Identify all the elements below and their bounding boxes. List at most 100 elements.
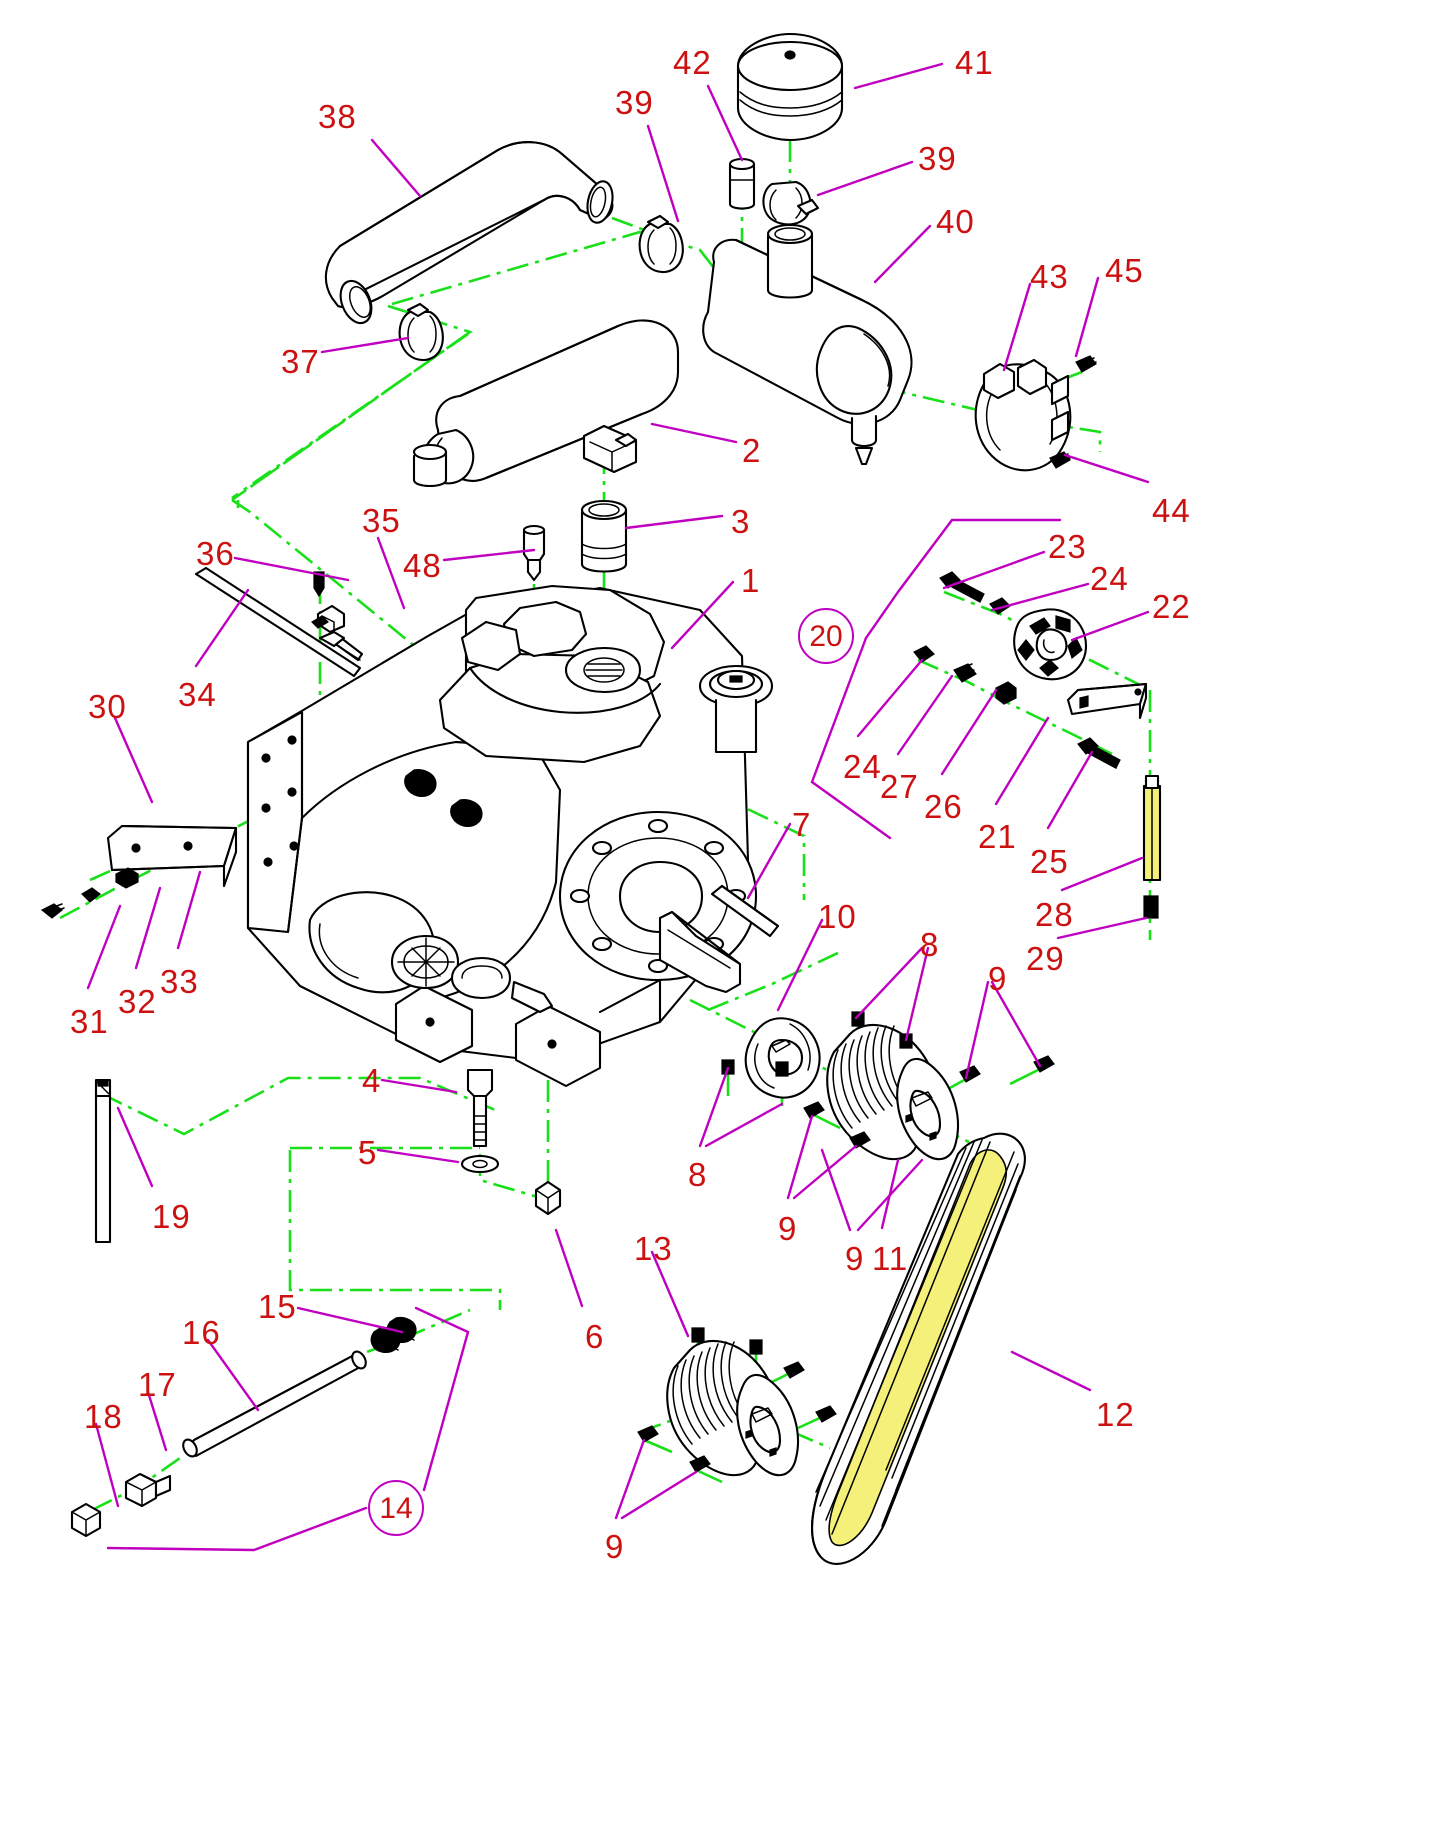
leader-line-24: [856, 658, 924, 738]
leader-line-34: [194, 588, 250, 668]
leader-line-27: [896, 674, 954, 756]
callout-number-44: 44: [1152, 492, 1191, 529]
part-27-spacer-bushing: [953, 663, 977, 683]
leader-line-1: [670, 580, 735, 650]
leader-line-: [792, 1144, 858, 1200]
leader-line-: [704, 1102, 784, 1148]
part-25-hex-bolt-short: [1077, 737, 1121, 769]
part-15-hose-clamp-spring: [370, 1316, 417, 1353]
leader-line-: [904, 946, 930, 1042]
callout-number-15: 15: [258, 1288, 297, 1325]
callout-number-21: 21: [978, 818, 1017, 855]
leader-line-30: [113, 716, 154, 804]
callout-number-34: 34: [178, 676, 217, 713]
leader-line-9: [964, 980, 990, 1080]
leader-line-13: [650, 1250, 690, 1338]
leader-line-: [864, 518, 1062, 640]
callout-number-9: 9: [778, 1210, 798, 1247]
callout-number-9: 9: [845, 1240, 865, 1277]
callout-number-5: 5: [358, 1134, 378, 1171]
leader-line-9: [614, 1438, 646, 1520]
part-3-muffler-adapter: [580, 499, 628, 573]
leader-line-5: [376, 1148, 460, 1164]
part-18-fitting-nut: [70, 1502, 102, 1538]
callout-number-19: 19: [152, 1198, 191, 1235]
callout-number-9: 9: [988, 960, 1008, 997]
callout-number-43: 43: [1030, 258, 1069, 295]
part-22-idler-pulley: [1013, 608, 1088, 681]
part-41-air-filter-cover: [736, 32, 844, 142]
leader-line-48: [442, 548, 536, 562]
leader-line-21: [994, 716, 1050, 806]
leader-line-33: [176, 870, 202, 950]
callout-number-37: 37: [281, 343, 320, 380]
callout-number-41: 41: [955, 44, 994, 81]
callout-number-13: 13: [634, 1230, 673, 1267]
leader-line-15: [296, 1306, 404, 1334]
leader-line-23: [942, 550, 1046, 590]
callout-number-2: 2: [742, 432, 762, 469]
part-16-fuel-line-tube: [182, 1350, 367, 1458]
leader-line-45: [1074, 276, 1100, 358]
part-42-filter-stud: [728, 157, 756, 210]
balloon-callout-14: 14: [368, 1480, 424, 1536]
part-19-control-rod: [94, 1078, 112, 1244]
engine-cover-screws: [404, 769, 483, 827]
leader-line-3: [624, 514, 724, 530]
callout-number-12: 12: [1096, 1396, 1135, 1433]
callout-number-35: 35: [362, 502, 401, 539]
part-36-rod-linkage: [194, 566, 362, 678]
leader-line-28: [1060, 856, 1144, 892]
leader-line-9: [820, 1148, 852, 1232]
callout-number-8: 8: [688, 1156, 708, 1193]
leader-line-29: [1056, 916, 1148, 940]
part-5-flat-washer: [460, 1154, 500, 1174]
leader-line-39: [646, 124, 680, 223]
part-38-intake-hose: [324, 141, 614, 325]
leader-line-18: [94, 1422, 120, 1508]
callout-number-10: 10: [818, 898, 857, 935]
callout-number-22: 22: [1152, 588, 1191, 625]
leader-line-: [990, 980, 1042, 1068]
leader-line-: [620, 1470, 698, 1520]
part-13-ribbed-coupling-lower: [666, 1339, 800, 1477]
callout-number-11: 11: [872, 1240, 909, 1277]
callout-number-30: 30: [88, 688, 127, 725]
callout-number-1: 1: [741, 562, 761, 599]
leader-line-32: [134, 886, 162, 970]
callout-number-42: 42: [673, 44, 712, 81]
muffler-mount-clamp: [582, 424, 638, 474]
callout-number-6: 6: [585, 1318, 605, 1355]
callout-number-29: 29: [1026, 940, 1065, 977]
part-1-engine-block: [246, 584, 774, 1088]
leader-line-26: [940, 688, 998, 776]
leader-line-31: [86, 904, 122, 990]
leader-line-42: [706, 84, 744, 162]
part-9-set-screws-upper: [803, 1055, 1055, 1149]
leader-line-12: [1010, 1350, 1092, 1392]
part-4-hex-head-bolt: [466, 1068, 494, 1148]
part-24-lock-washer-b: [913, 645, 935, 663]
part-39-hose-clamp-a: [638, 214, 684, 274]
leader-line-4: [380, 1078, 458, 1094]
callout-number-17: 17: [138, 1366, 177, 1403]
leader-line-: [810, 636, 892, 840]
balloon-callout-20: 20: [798, 608, 854, 664]
callout-number-39: 39: [918, 140, 957, 177]
callout-number-7: 7: [792, 806, 812, 843]
callout-number-38: 38: [318, 98, 357, 135]
leader-line-39: [816, 160, 914, 197]
leader-line-25: [1046, 750, 1094, 830]
part-29-rod-end-nut: [1143, 895, 1159, 919]
callout-number-25: 25: [1030, 843, 1069, 880]
part-7-shaft-key: [710, 884, 780, 938]
part-39-hose-clamp-b: [762, 180, 820, 226]
leader-line-6: [554, 1228, 584, 1308]
callout-number-16: 16: [182, 1314, 221, 1351]
part-43-filter-mount-clamp: [974, 358, 1072, 472]
callout-number-27: 27: [880, 768, 919, 805]
callout-number-18: 18: [84, 1398, 123, 1435]
leader-line-10: [776, 918, 824, 1012]
callout-number-8: 8: [920, 926, 940, 963]
